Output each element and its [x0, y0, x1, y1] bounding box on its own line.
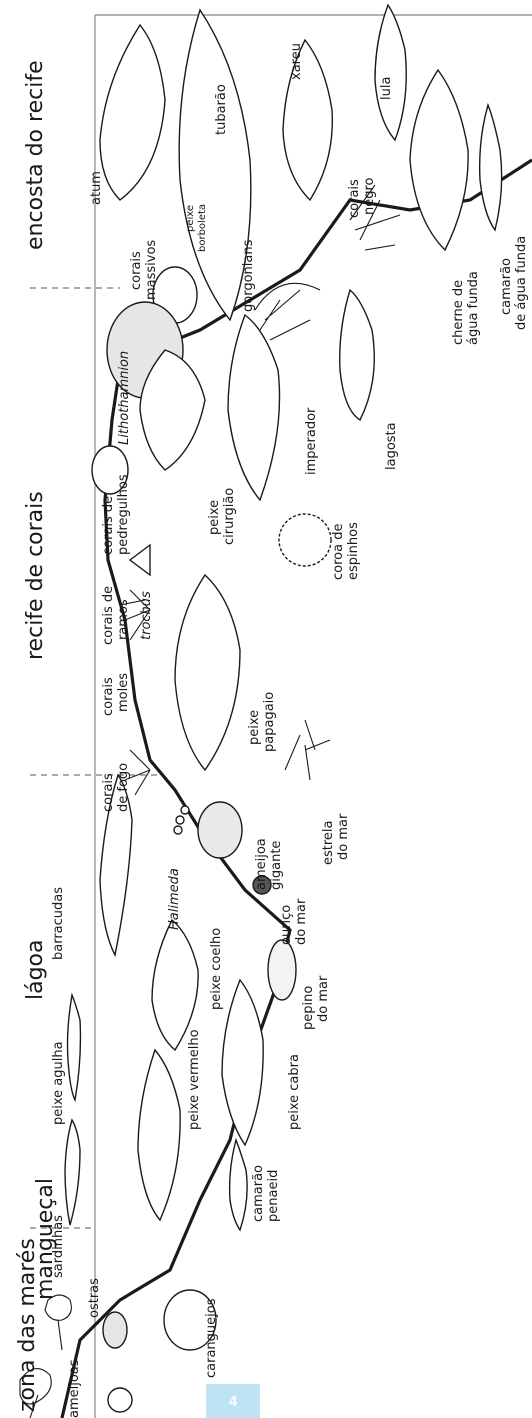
- label-camarao-penaeid-line1: camarão: [251, 1165, 266, 1222]
- label-cherne-line2: água funda: [466, 271, 481, 345]
- sardine-illustration: [65, 1120, 80, 1225]
- label-trochus: trochus: [139, 591, 154, 640]
- label-peixe-coelho: peixe coelho: [209, 928, 224, 1010]
- label-coroa-line2: espinhos: [346, 522, 361, 580]
- deepwater-shrimp-illustration: [480, 105, 502, 230]
- label-peixe-borboleta-line1: peixe: [185, 205, 196, 232]
- label-peixe-borboleta-line2: borboleta: [197, 204, 208, 252]
- label-estrela-line1: estrela: [321, 820, 336, 865]
- label-corais-negro-line2: negro: [362, 177, 377, 215]
- zone-label-reef: recife de corais: [23, 491, 48, 660]
- starfish-illustration: [285, 720, 330, 780]
- giant-clam-illustration: [198, 802, 242, 858]
- label-estrela-line2: do mar: [336, 813, 351, 860]
- label-ostras: ostras: [87, 1278, 102, 1318]
- label-corais-massivos-line2: massivos: [144, 240, 159, 300]
- red-snapper-illustration: [138, 1050, 180, 1220]
- label-corais-ramos-line1: corais de: [101, 586, 116, 645]
- grouper-illustration: [410, 70, 468, 250]
- halimeda-illustration: [174, 806, 189, 834]
- emperor-illustration: [228, 315, 280, 500]
- page-number-badge: 4: [206, 1384, 260, 1418]
- label-sardinhas: sardinhas: [51, 1215, 66, 1278]
- label-pepino-line2: do mar: [316, 975, 331, 1022]
- lobster-illustration: [340, 290, 375, 420]
- label-atum: atum: [89, 171, 104, 205]
- zone-label-slope: encosta do recife: [23, 60, 48, 250]
- label-peixe-cirurgiao-line1: peixe: [207, 500, 222, 535]
- sea-cucumber-illustration: [268, 940, 296, 1000]
- label-ameijoas: ameijoas: [67, 1359, 82, 1418]
- label-camarao-penaeid-line2: penaeid: [266, 1170, 281, 1222]
- label-halimeda: Halimeda: [167, 868, 182, 930]
- label-xareu: xareu: [289, 43, 304, 80]
- zone-label-lagoon: lágoa: [23, 940, 48, 1001]
- label-ourico-line1: ouriço: [279, 905, 294, 945]
- label-gorgonians: gorgonians: [241, 239, 256, 312]
- label-corais-moles-line2: moles: [116, 673, 131, 712]
- label-corais-pedregulhos-line2: pedregulhos: [116, 474, 131, 555]
- label-caranguejos: caranguejos: [204, 1298, 219, 1378]
- label-barracudas: barracudas: [51, 887, 66, 960]
- label-cherne-line1: cherne de: [451, 280, 466, 345]
- label-lula: lula: [379, 77, 394, 100]
- label-peixe-papagaio-line2: papagaio: [262, 692, 277, 752]
- label-corais-fogo-line2: de fogo: [116, 763, 131, 812]
- label-imperador: imperador: [304, 407, 319, 475]
- label-corais-fogo-line1: corais: [101, 773, 116, 812]
- label-peixe-cirurgiao-line2: cirurgião: [222, 488, 237, 545]
- label-corais-negro-line1: corais: [347, 179, 362, 218]
- label-peixe-papagaio-line1: peixe: [247, 710, 262, 745]
- label-coroa-line1: coroa de: [331, 524, 346, 580]
- label-camarao-funda-line1: camarão: [499, 258, 514, 315]
- label-lagosta: lagosta: [384, 422, 399, 470]
- label-corais-ramos-line2: ramos: [116, 599, 131, 640]
- oyster-illustration: [103, 1312, 127, 1348]
- label-tubarao: tubarão: [214, 84, 229, 135]
- label-pepino-line1: pepino: [301, 986, 316, 1030]
- clam-illustration: [108, 1388, 132, 1412]
- label-lithothamnion: Lithothamnion: [117, 351, 132, 445]
- label-peixe-agulha: peixe agulha: [51, 1041, 66, 1125]
- needlefish-illustration: [68, 995, 81, 1100]
- label-corais-massivos-line1: corais: [129, 251, 144, 290]
- label-peixe-vermelho: peixe vermelho: [187, 1029, 202, 1130]
- label-ameijoa-gigante-line1: ameijoa: [254, 838, 269, 890]
- penaeid-shrimp-illustration: [230, 1140, 248, 1230]
- squid-illustration: [375, 5, 406, 140]
- label-peixe-cabra: peixe cabra: [287, 1054, 302, 1130]
- label-corais-pedregulhos-line1: corais de: [101, 496, 116, 555]
- parrotfish-illustration: [175, 575, 240, 770]
- goatfish-illustration: [222, 980, 263, 1145]
- label-camarao-funda-line2: de água funda: [514, 236, 529, 330]
- label-ourico-line2: do mar: [294, 898, 309, 945]
- trochus-illustration: [130, 545, 150, 575]
- crown-of-thorns-illustration: [279, 514, 331, 566]
- label-corais-moles-line1: corais: [101, 677, 116, 716]
- tuna-illustration: [100, 25, 165, 200]
- label-ameijoa-gigante-line2: gigante: [269, 841, 284, 890]
